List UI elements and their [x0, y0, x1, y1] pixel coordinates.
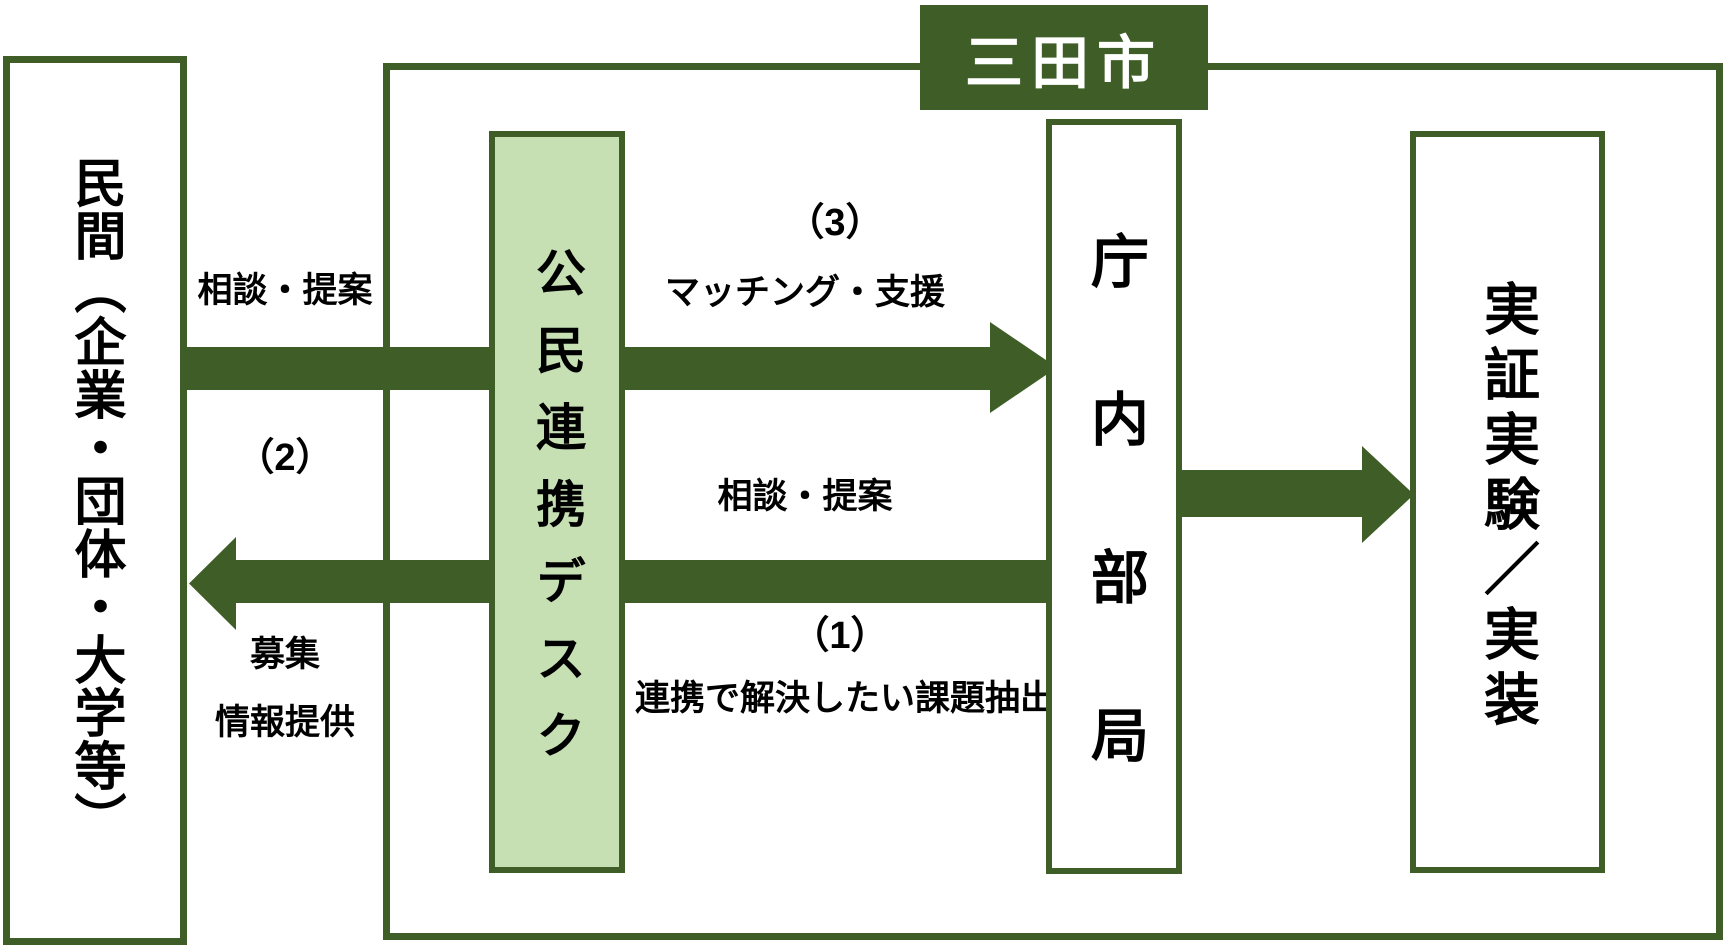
private-sector-label: 民間（企業・団体・大学等） — [66, 156, 124, 845]
label-consultation-proposal-middle: 相談・提案 — [717, 477, 893, 516]
label-issue-extraction: 連携で解決したい課題抽出 — [634, 679, 1055, 718]
collaboration-desk-box: 公民連携デスク — [489, 131, 625, 873]
label-consultation-proposal-top: 相談・提案 — [197, 271, 373, 310]
internal-departments-label: 庁内部局 — [1082, 230, 1147, 863]
label-step2-number: （2） — [236, 437, 334, 479]
label-recruitment: 募集 — [249, 635, 320, 674]
arrow-internal-to-private-head — [189, 537, 236, 630]
implementation-box: 実証実験／実装 — [1410, 131, 1605, 873]
city-title-plate: 三田市 — [920, 5, 1208, 110]
arrow-internal-to-private-shaft — [235, 560, 1047, 603]
label-step3-number: （3） — [786, 202, 884, 244]
label-information-provision: 情報提供 — [214, 703, 355, 742]
internal-departments-box: 庁内部局 — [1046, 119, 1182, 874]
collaboration-desk-label: 公民連携デスク — [529, 246, 585, 786]
implementation-label: 実証実験／実装 — [1476, 279, 1540, 735]
city-title-label: 三田市 — [964, 30, 1163, 96]
arrow-internal-to-implementation-shaft — [1181, 470, 1364, 517]
label-step1-number: （1） — [791, 615, 889, 657]
private-sector-box: 民間（企業・団体・大学等） — [3, 56, 187, 945]
label-matching-support: マッチング・支援 — [664, 273, 945, 312]
